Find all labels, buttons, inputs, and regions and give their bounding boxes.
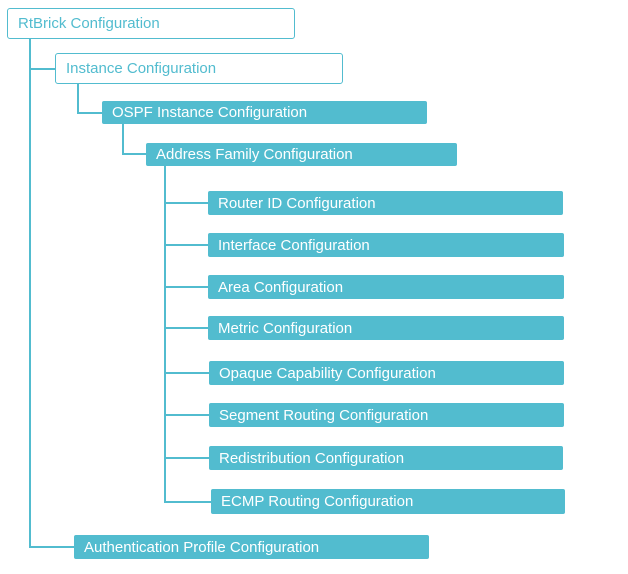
connector-line — [29, 39, 31, 547]
connector-line — [29, 68, 56, 70]
connector-line — [77, 112, 103, 114]
node-router-id-configuration[interactable]: Router ID Configuration — [208, 191, 563, 215]
node-metric-configuration[interactable]: Metric Configuration — [208, 316, 564, 340]
connector-line — [164, 202, 208, 204]
connector-line — [164, 457, 209, 459]
connector-line — [164, 501, 211, 503]
node-redistribution-configuration[interactable]: Redistribution Configuration — [209, 446, 563, 470]
node-address-family-configuration[interactable]: Address Family Configuration — [146, 143, 457, 166]
node-authentication-profile-configuration[interactable]: Authentication Profile Configuration — [74, 535, 429, 559]
connector-line — [122, 153, 146, 155]
node-area-configuration[interactable]: Area Configuration — [208, 275, 564, 299]
node-interface-configuration[interactable]: Interface Configuration — [208, 233, 564, 257]
connector-line — [29, 546, 74, 548]
connector-line — [164, 166, 166, 503]
node-segment-routing-configuration[interactable]: Segment Routing Configuration — [209, 403, 564, 427]
node-instance-configuration[interactable]: Instance Configuration — [55, 53, 343, 84]
connector-line — [122, 124, 124, 154]
connector-line — [164, 244, 208, 246]
node-opaque-capability-configuration[interactable]: Opaque Capability Configuration — [209, 361, 564, 385]
connector-line — [164, 327, 208, 329]
connector-line — [164, 286, 208, 288]
connector-line — [164, 372, 209, 374]
connector-line — [77, 84, 79, 113]
node-ospf-instance-configuration[interactable]: OSPF Instance Configuration — [102, 101, 427, 124]
node-rtbrick-configuration[interactable]: RtBrick Configuration — [7, 8, 295, 39]
node-ecmp-routing-configuration[interactable]: ECMP Routing Configuration — [211, 489, 565, 514]
connector-line — [164, 414, 209, 416]
